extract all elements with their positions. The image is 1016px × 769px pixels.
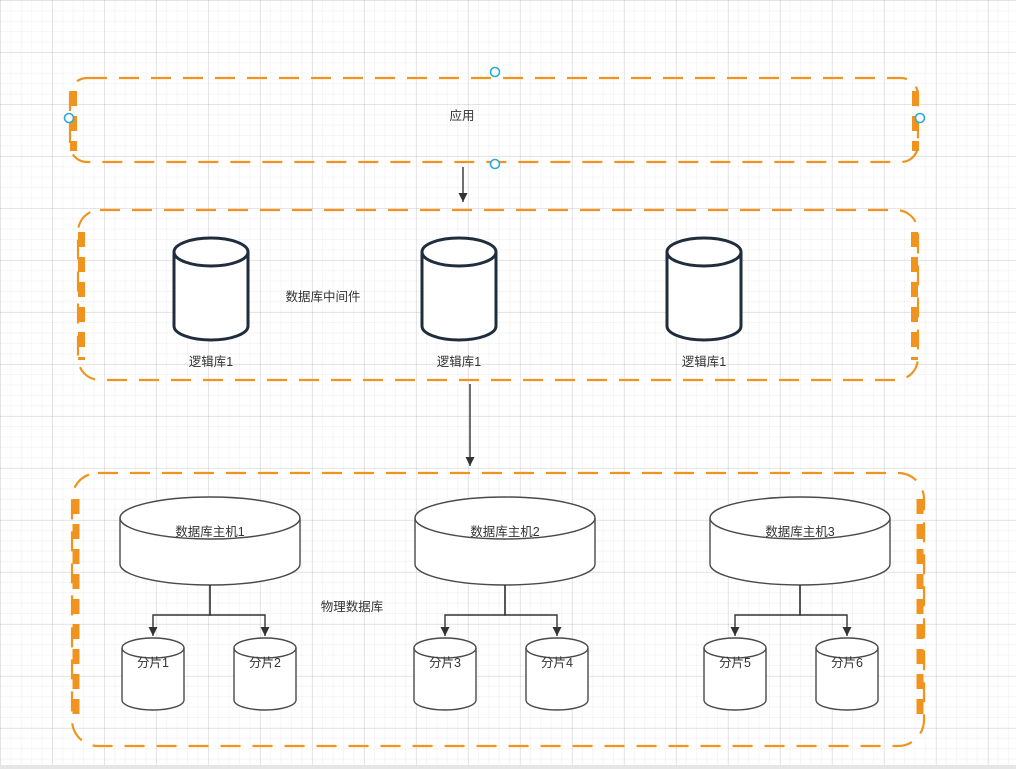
- shard-cylinder-icon: [413, 637, 477, 711]
- database-cylinder-rim: [420, 251, 498, 268]
- connector-host1-shard1[interactable]: [148, 585, 211, 636]
- db-host-label: 数据库主机1: [175, 524, 245, 539]
- shard-label: 分片5: [719, 656, 751, 670]
- selection-handles: [63, 66, 926, 170]
- logical-db-label: 逻辑库1: [437, 354, 482, 369]
- shard-cylinder-rim: [703, 647, 767, 659]
- shard-cylinder-rim: [413, 647, 477, 659]
- logical-db-label: 逻辑库1: [682, 354, 727, 369]
- shard-cylinder-rim: [525, 647, 589, 659]
- database-cylinder-rim: [172, 251, 250, 268]
- host-cylinder-icon: [414, 496, 596, 586]
- shard-cylinder-rim: [121, 647, 185, 659]
- physical-container[interactable]: 物理数据库 数据库主机1 数据库主机2 数据库主机3: [70, 471, 926, 748]
- physical-container-border: [70, 471, 926, 748]
- database-cylinder-icon: [420, 236, 498, 342]
- shard-label: 分片3: [429, 656, 461, 670]
- host-cylinder-rim: [709, 517, 891, 540]
- shard-cylinder-5[interactable]: 分片5: [703, 637, 767, 711]
- shard-label: 分片4: [541, 656, 573, 670]
- middleware-container[interactable]: 数据库中间件 逻辑库1 逻辑库1 逻辑库1: [76, 208, 920, 382]
- shard-label: 分片1: [137, 656, 169, 670]
- shard-cylinder-rim: [233, 647, 297, 659]
- connection-handle-left[interactable]: [63, 112, 75, 124]
- shard-cylinder-4[interactable]: 分片4: [525, 637, 589, 711]
- host-cylinder-rim: [119, 517, 301, 540]
- shard-cylinder-3[interactable]: 分片3: [413, 637, 477, 711]
- connector-host2-shard4[interactable]: [504, 585, 562, 636]
- app-container[interactable]: 应用: [68, 76, 920, 164]
- db-host-cylinder-2[interactable]: 数据库主机2: [414, 496, 596, 586]
- connection-handle-right[interactable]: [914, 112, 926, 124]
- shard-cylinder-icon: [815, 637, 879, 711]
- logical-db-cylinder-3[interactable]: 逻辑库1: [665, 236, 743, 369]
- shard-cylinder-icon: [233, 637, 297, 711]
- connector-host1-shard2[interactable]: [209, 585, 270, 636]
- host-cylinder-rim: [414, 517, 596, 540]
- shard-label: 分片2: [249, 656, 281, 670]
- shard-cylinder-2[interactable]: 分片2: [233, 637, 297, 711]
- shard-cylinder-rim: [815, 647, 879, 659]
- app-container-border: [68, 76, 920, 164]
- db-host-label: 数据库主机3: [765, 524, 835, 539]
- physical-container-label: 物理数据库: [321, 599, 384, 614]
- database-cylinder-icon: [172, 236, 250, 342]
- host-cylinder-icon: [119, 496, 301, 586]
- host-cylinder-icon: [709, 496, 891, 586]
- connector-host3-shard6[interactable]: [799, 585, 852, 636]
- shard-cylinder-1[interactable]: 分片1: [121, 637, 185, 711]
- database-cylinder-rim: [665, 251, 743, 268]
- logical-db-cylinder-2[interactable]: 逻辑库1: [420, 236, 498, 369]
- db-host-cylinder-1[interactable]: 数据库主机1: [119, 496, 301, 586]
- logical-db-cylinder-1[interactable]: 逻辑库1: [172, 236, 250, 369]
- canvas-bottom-edge: [0, 765, 1016, 769]
- connection-handle-bottom[interactable]: [489, 158, 501, 170]
- middleware-container-border: [76, 208, 920, 382]
- connection-handle-top[interactable]: [489, 66, 501, 78]
- shard-cylinder-icon: [703, 637, 767, 711]
- db-host-cylinder-3[interactable]: 数据库主机3: [709, 496, 891, 586]
- connector-host3-shard5[interactable]: [730, 585, 801, 636]
- logical-db-label: 逻辑库1: [189, 354, 234, 369]
- shard-label: 分片6: [831, 656, 863, 670]
- shard-cylinder-icon: [525, 637, 589, 711]
- connector-host2-shard3[interactable]: [440, 585, 506, 636]
- db-host-label: 数据库主机2: [470, 524, 540, 539]
- shard-cylinder-icon: [121, 637, 185, 711]
- middleware-container-label: 数据库中间件: [285, 289, 360, 304]
- shard-cylinder-6[interactable]: 分片6: [815, 637, 879, 711]
- database-cylinder-icon: [665, 236, 743, 342]
- app-container-label: 应用: [449, 108, 474, 123]
